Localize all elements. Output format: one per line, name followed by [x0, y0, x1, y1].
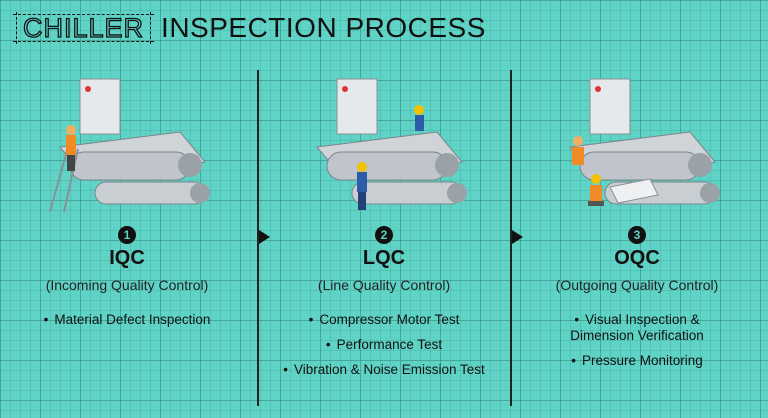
list-item: •Visual Inspection & Dimension Verificat… [570, 312, 704, 343]
step-full-name: (Incoming Quality Control) [45, 277, 209, 293]
step-full-name: (Line Quality Control) [317, 277, 451, 293]
chiller-inspection-illustration [49, 78, 210, 213]
list-item: •Compressor Motor Test [308, 312, 460, 327]
step-lqc: 2 LQC (Line Quality Control) •Compressor… [257, 72, 511, 412]
list-item: •Pressure Monitoring [571, 353, 703, 368]
chiller-inspection-illustration [316, 78, 467, 210]
step-abbreviation: OQC [614, 247, 660, 269]
arrow-right-icon [259, 230, 270, 244]
step-full-name: (Outgoing Quality Control) [555, 277, 719, 293]
step-iqc: 1 IQC (Incoming Quality Control) •Materi… [0, 72, 254, 412]
step-abbreviation: LQC [362, 247, 406, 269]
list-item: •Material Defect Inspection [43, 312, 211, 327]
list-item: •Vibration & Noise Emission Test [283, 362, 485, 377]
page-title: INSPECTION PROCESS [161, 12, 486, 43]
bullet-list: •Visual Inspection & Dimension Verificat… [510, 312, 764, 378]
bullet-list: •Compressor Motor Test •Performance Test… [257, 312, 511, 387]
bullet-list: •Material Defect Inspection [0, 312, 254, 337]
step-oqc: 3 OQC (Outgoing Quality Control) •Visual… [510, 72, 764, 412]
list-item: •Performance Test [325, 337, 443, 352]
chiller-inspection-illustration [569, 78, 720, 206]
brand-label: CHILLER [12, 12, 155, 44]
step-number: 1 [118, 226, 136, 244]
header: CHILLER INSPECTION PROCESS [12, 10, 486, 46]
arrow-right-icon [512, 230, 523, 244]
step-abbreviation: IQC [109, 247, 145, 269]
column-divider [510, 70, 512, 406]
step-number: 2 [375, 226, 393, 244]
step-number: 3 [628, 226, 646, 244]
column-divider [257, 70, 259, 406]
